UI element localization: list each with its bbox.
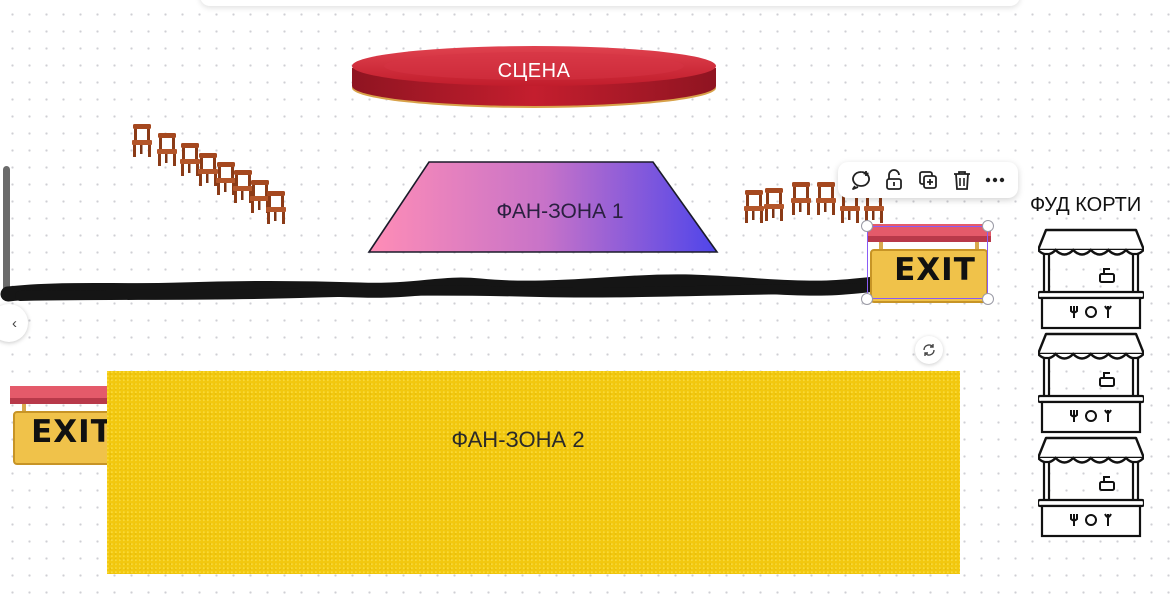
- duplicate-button[interactable]: [914, 166, 942, 194]
- lock-button[interactable]: [880, 166, 908, 194]
- fan-zone-1-shape[interactable]: [367, 160, 719, 254]
- stage-shape[interactable]: [350, 44, 718, 112]
- food-court-title: ФУД КОРТИ: [1030, 194, 1142, 216]
- food-stall-icon[interactable]: [1038, 226, 1144, 330]
- chair-icon[interactable]: [814, 182, 838, 216]
- chevron-left-icon: ‹: [12, 314, 17, 332]
- scrollbar-thumb[interactable]: [3, 166, 10, 294]
- chair-icon[interactable]: [789, 182, 813, 216]
- chair-icon[interactable]: [155, 133, 179, 167]
- chair-icon[interactable]: [130, 124, 154, 158]
- fan-zone-2-label: ФАН-ЗОНА 2: [451, 427, 585, 452]
- resize-handle[interactable]: [861, 220, 873, 232]
- duplicate-icon: [919, 171, 937, 189]
- fan-zone-2-shape[interactable]: [107, 371, 960, 574]
- delete-button[interactable]: [948, 166, 976, 194]
- more-options-button[interactable]: [981, 166, 1009, 194]
- comment-plus-icon: [851, 171, 870, 190]
- resize-handle[interactable]: [861, 293, 873, 305]
- selection-frame[interactable]: [867, 226, 988, 299]
- resize-handle[interactable]: [982, 220, 994, 232]
- more-icon: [985, 177, 1005, 183]
- chair-icon[interactable]: [264, 191, 288, 225]
- exit-sign-label: EXIT: [31, 414, 113, 450]
- add-comment-button[interactable]: [847, 166, 875, 194]
- fan-zone-1-label: ФАН-ЗОНА 1: [496, 200, 624, 223]
- trash-icon: [953, 171, 970, 190]
- chair-icon[interactable]: [762, 188, 786, 222]
- lock-icon: [886, 169, 903, 190]
- top-toolbar-panel: [200, 0, 1020, 6]
- context-toolbar: [838, 162, 1018, 198]
- barrier-line[interactable]: [0, 268, 880, 312]
- food-stall-icon[interactable]: [1038, 330, 1144, 434]
- exit-sign-label: EXIT: [894, 252, 976, 288]
- rotate-icon: [923, 344, 935, 356]
- resize-handle[interactable]: [982, 293, 994, 305]
- food-stall-icon[interactable]: [1038, 434, 1144, 538]
- stage-label: СЦЕНА: [497, 60, 571, 82]
- rotate-button[interactable]: [915, 336, 943, 364]
